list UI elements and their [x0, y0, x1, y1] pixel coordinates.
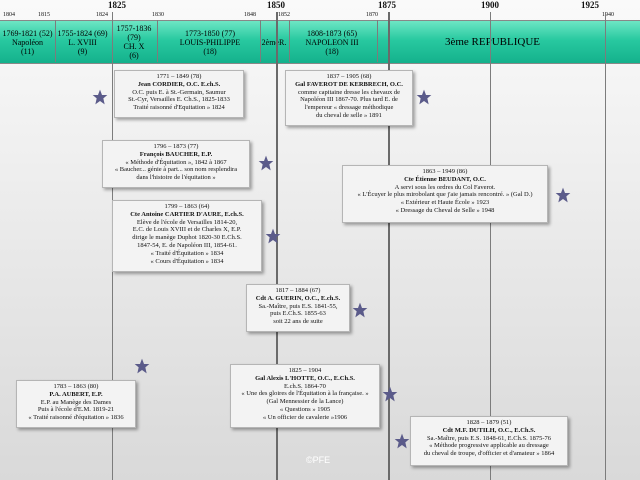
- regime-third-republic: 3ème REPUBLIQUE: [444, 35, 540, 48]
- copyright-text: ©PFE: [306, 455, 331, 465]
- star-icon: [555, 187, 571, 203]
- star-icon: [382, 386, 398, 402]
- year-label-minor: 1940: [602, 12, 614, 18]
- biography-card-dutilh: 1828 – 1879 (51)Cdt M.F. DUTILH, O.C., E…: [410, 416, 568, 466]
- year-label-major: 1850: [267, 0, 285, 10]
- regime-charles-x: 1757-1836(79)CH. X(6): [116, 24, 152, 60]
- timeline-divider: [605, 12, 606, 480]
- year-label-major: 1900: [481, 0, 499, 10]
- regime-louis-philippe: 1773-1850 (77)LOUIS-PHILIPPE(18): [179, 28, 241, 56]
- regime-band: 1769-1821 (52)Napoléon(11) 1755-1824 (69…: [0, 20, 640, 64]
- year-label-minor: 1804: [3, 12, 15, 18]
- year-label-minor: 1830: [152, 12, 164, 18]
- timeline-divider: [276, 12, 278, 480]
- year-label-major: 1925: [581, 0, 599, 10]
- star-icon: [92, 89, 108, 105]
- star-icon: [265, 228, 281, 244]
- year-label-major: 1875: [378, 0, 396, 10]
- biography-card-faverot: 1837 – 1905 (68)Gal FAVEROT DE KERBRECH,…: [285, 70, 413, 126]
- year-label-minor: 1815: [38, 12, 50, 18]
- star-icon: [394, 433, 410, 449]
- timeline-divider: [157, 20, 158, 62]
- timeline-divider: [377, 20, 378, 62]
- biography-card-cordier: 1771 – 1849 (78)Jean CORDIER, O.C. E.ch.…: [114, 70, 244, 118]
- regime-second-republic: 2èmeR.: [261, 37, 287, 47]
- timeline-axis: 1825 1850 1875 1900 1925 1804 1815 1824 …: [0, 0, 640, 18]
- biography-card-beudant: 1863 – 1949 (86)Cte Étienne BEUDANT, O.C…: [342, 165, 548, 223]
- timeline-divider: [289, 20, 290, 62]
- timeline-divider: [55, 20, 56, 62]
- star-icon: [416, 89, 432, 105]
- biography-card-guerin: 1817 – 1884 (67)Cdt A. GUERIN, O.C., E.c…: [246, 284, 350, 332]
- timeline-divider: [490, 12, 491, 480]
- biography-card-aubert: 1783 – 1863 (80)P.A. AUBERT, E.P. E.P. a…: [16, 380, 136, 428]
- star-icon: [134, 358, 150, 374]
- biography-card-baucher: 1796 – 1873 (77)François BAUCHER, E.P. «…: [102, 140, 250, 188]
- regime-napoleon: 1769-1821 (52)Napoléon(11): [2, 28, 53, 56]
- star-icon: [258, 155, 274, 171]
- timeline-divider: [388, 12, 390, 480]
- biography-card-cartier-daure: 1799 – 1863 (64)Cte Antoine CARTIER D'AU…: [112, 200, 262, 272]
- regime-louis-xviii: 1755-1824 (69)L. XVIII(9): [57, 28, 108, 56]
- year-label-major: 1825: [108, 0, 126, 10]
- regime-napoleon-iii: 1808-1873 (65)NAPOLEON III(18): [305, 28, 359, 56]
- year-label-minor: 1870: [366, 12, 378, 18]
- timeline-divider: [260, 20, 261, 62]
- year-label-minor: 1824: [96, 12, 108, 18]
- year-label-minor: 1848: [244, 12, 256, 18]
- star-icon: [352, 302, 368, 318]
- year-label-minor: 1852: [278, 12, 290, 18]
